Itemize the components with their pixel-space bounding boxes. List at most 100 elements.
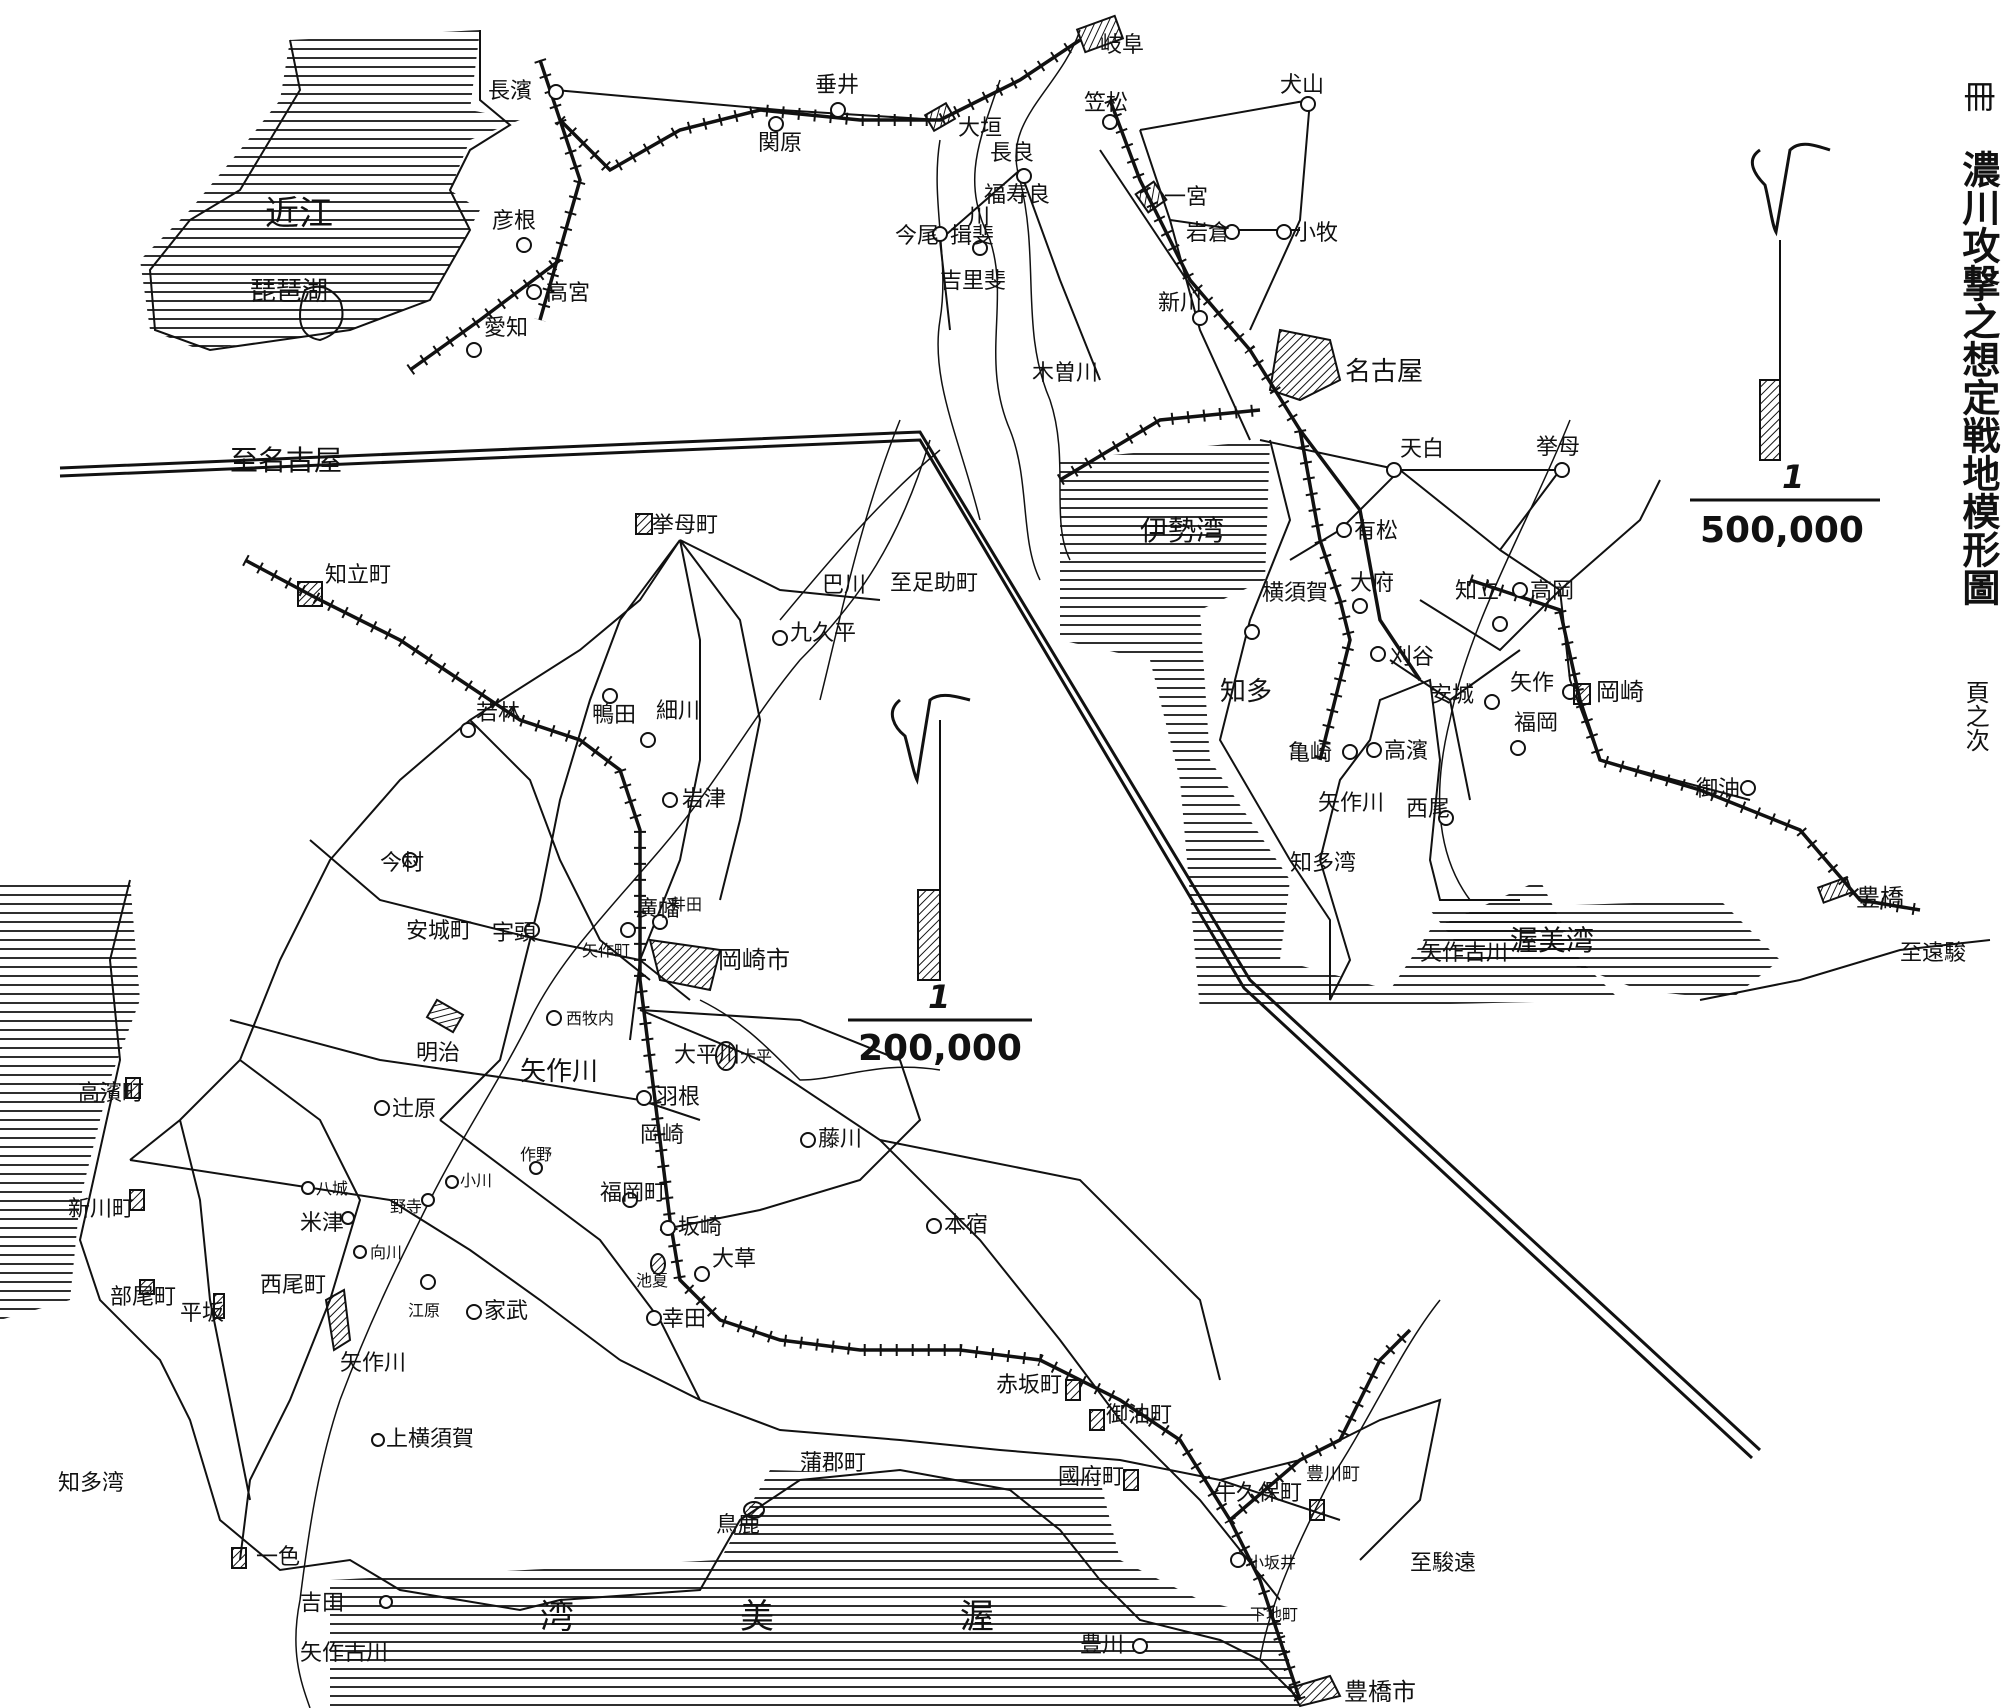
- label-fukuoka: 福岡: [1514, 711, 1558, 736]
- label-goyu-cho: 御油町: [1106, 1403, 1172, 1428]
- label-ietake: 家武: [484, 1299, 528, 1324]
- label-noderu: 野寺: [390, 1197, 422, 1216]
- label-nagara: 長良: [990, 141, 1034, 166]
- label-yahagigawa: 矢作川: [520, 1057, 598, 1087]
- city-nishio-cho: [324, 1288, 352, 1352]
- label-kisogawa: 木曽川: [1032, 361, 1098, 386]
- label-okazaki: 岡崎: [1596, 678, 1644, 706]
- town-fukujuryo: [1016, 168, 1032, 184]
- town-kariya: [1370, 646, 1386, 662]
- label-okazaki: 岡崎: [640, 1123, 684, 1148]
- label-uto: 宇頭: [492, 921, 536, 946]
- label-tomoegawa: 巴川: [822, 573, 866, 598]
- label-yahagifurukawa-small: 矢作古川: [1420, 941, 1508, 966]
- label-hane: 羽根: [656, 1085, 700, 1110]
- label-yokosuka: 横須賀: [1262, 581, 1328, 606]
- town-ebara: [420, 1274, 436, 1290]
- town-yashiro: [301, 1181, 315, 1195]
- label-to-nagoya: 至名古屋: [230, 444, 342, 477]
- label-yoshida: 吉田: [300, 1591, 344, 1616]
- town-shinkawa: [1192, 310, 1208, 326]
- town-hirohata: [620, 922, 636, 938]
- label-akasaka-cho: 赤坂町: [996, 1373, 1062, 1398]
- tokaido-line-large: [244, 558, 1412, 1701]
- label-koromo: 挙母: [1536, 435, 1580, 460]
- town-inuyama: [1300, 96, 1316, 112]
- town-takahama: [1366, 742, 1382, 758]
- town-ogawa: [445, 1175, 459, 1189]
- label-chiryu: 知立: [1455, 579, 1499, 604]
- label-nishio: 西尾: [1406, 797, 1450, 822]
- label-isewan: 伊勢湾: [1140, 514, 1224, 547]
- labels-large: 挙母町 巴川 至足助町 九久平 至名古屋 知立町 若林 鴨田 細川 岩津 今村 …: [58, 444, 1476, 1706]
- label-atsumiwan-small: 渥美湾: [1510, 924, 1594, 957]
- map-title: 濃川攻撃之想定戦地模形圖: [1955, 150, 2001, 606]
- label-sakazaki: 坂崎: [678, 1215, 722, 1240]
- label-ohiragawa: 大平川: [674, 1043, 740, 1068]
- town-mukaigawa: [353, 1245, 367, 1259]
- label-takaoka: 高岡: [1530, 579, 1574, 604]
- label-chita: 知多: [1220, 677, 1272, 707]
- town-fukuoka: [1510, 740, 1526, 756]
- chita-bay-water: [0, 880, 140, 1320]
- otohei-river: [699, 999, 941, 1081]
- label-kariya: 刈谷: [1390, 645, 1434, 670]
- town-arimatsu: [1336, 522, 1352, 538]
- town-tenpaku: [1386, 462, 1402, 478]
- town-wakabayashi: [460, 722, 476, 738]
- label-wakabayashi: 若林: [476, 701, 520, 726]
- lake-island: [299, 285, 344, 342]
- town-sakuno: [529, 1161, 543, 1175]
- inset-frame-inner: [59, 438, 1754, 1460]
- label-shimoji-cho: 下地町: [1250, 1605, 1298, 1624]
- label-obu: 大府: [1350, 571, 1394, 596]
- label-yoshirihi: 吉里斐: [940, 269, 1006, 294]
- town-ida: [652, 914, 668, 930]
- kiso-river: [1015, 29, 1081, 561]
- label-yashiro: 八城: [316, 1179, 348, 1198]
- label-okazaki-shi: 岡崎市: [718, 946, 790, 974]
- yahagi-old-river: [295, 1399, 341, 1708]
- label-yahagi-cho: 矢作町: [582, 941, 630, 960]
- town-okusa: [694, 1266, 710, 1282]
- town-fukuoka-cho: [622, 1192, 638, 1208]
- label-wan: 湾: [540, 1597, 574, 1637]
- label-sakuno: 作野: [520, 1145, 552, 1164]
- scale-small-numerator: 1: [1782, 458, 1804, 496]
- label-isshiki: 一色: [256, 1545, 300, 1570]
- city-toyohashi: [1816, 876, 1854, 904]
- label-gifu: 岐阜: [1100, 33, 1144, 58]
- title-fragment-2: 頁之次: [1961, 680, 1990, 752]
- label-takahama: 高濱: [1384, 739, 1428, 764]
- city-akasaka: [1065, 1379, 1081, 1401]
- town-chiryu: [1492, 616, 1508, 632]
- roads-large: [129, 539, 1442, 1601]
- scale-large-denominator: 200,000: [858, 1028, 1022, 1069]
- town-sakazaki: [660, 1220, 676, 1236]
- town-kozakai: [1230, 1552, 1246, 1568]
- scale-large: 1 200,000: [848, 693, 1032, 1069]
- label-anjo-cho: 安城町: [406, 919, 472, 944]
- label-kamiyokosuka: 上横須賀: [386, 1427, 474, 1452]
- label-to-suruga: 至駿遠: [1410, 1551, 1476, 1576]
- town-yonezu: [341, 1211, 355, 1225]
- label-yahagi: 矢作: [1510, 671, 1554, 696]
- label-tenpaku: 天白: [1400, 437, 1444, 462]
- yahagi-river: [339, 439, 931, 1401]
- lake-biwa-shore: [148, 30, 512, 352]
- label-echi: 愛知: [484, 316, 528, 341]
- label-yahagifurukawa: 矢作古川: [300, 1641, 388, 1666]
- label-to-suruga-small: 至遠駿: [1900, 941, 1966, 966]
- label-nishimakinai: 西牧内: [566, 1009, 614, 1028]
- city-toroka: [743, 1501, 765, 1519]
- label-chitawan: 知多湾: [1290, 851, 1356, 876]
- town-hane: [636, 1090, 652, 1106]
- label-hosokawa: 細川: [656, 699, 700, 724]
- label-omi: 近江: [265, 194, 333, 234]
- city-takahama-cho: [125, 1077, 141, 1099]
- label-tarui: 垂井: [815, 73, 859, 98]
- town-komaki: [1276, 224, 1292, 240]
- town-nagahama: [548, 84, 564, 100]
- town-kamiyokosuka: [371, 1433, 385, 1447]
- city-ichinomiya: [1134, 180, 1168, 214]
